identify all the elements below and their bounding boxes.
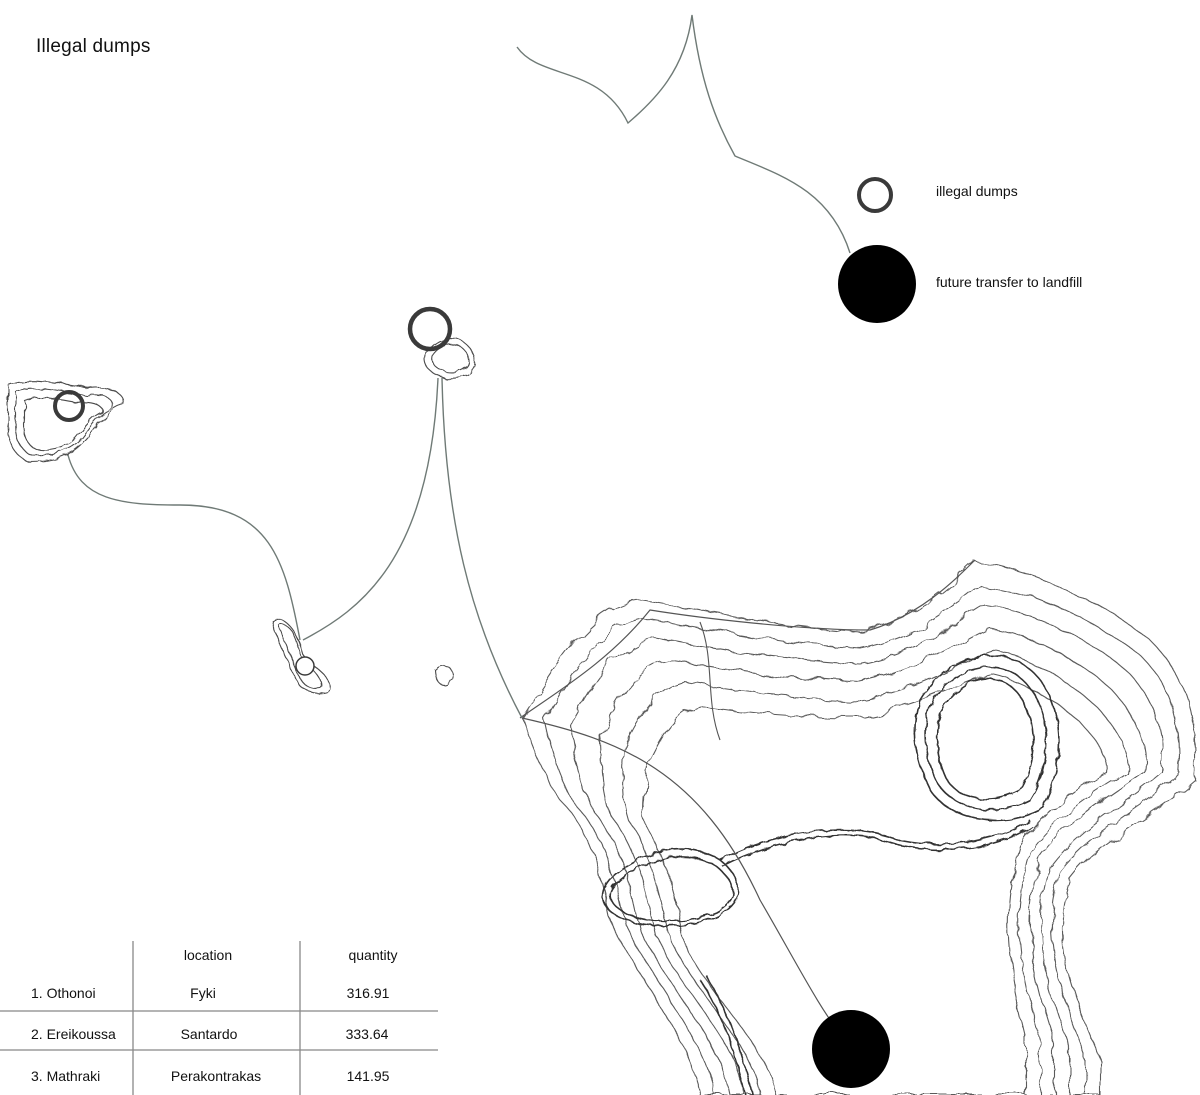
route-othonoi-mathraki — [67, 454, 301, 641]
landfill-marker[interactable] — [812, 1010, 890, 1088]
page-title: Illegal dumps — [36, 36, 151, 57]
route-mathraki-ereikoussa — [302, 377, 439, 641]
dump-marker-mathraki[interactable] — [295, 656, 315, 676]
route-corfu-landfill — [521, 717, 846, 1041]
transfer-routes — [67, 14, 851, 1041]
ridge-contours — [602, 654, 1060, 1095]
corfu-contours — [521, 561, 1197, 1095]
legend-label-illegal-dumps: illegal dumps — [936, 183, 1018, 199]
mathraki-island — [271, 618, 454, 694]
route-ereikoussa-corfu — [441, 377, 523, 719]
dump-marker-ereikoussa[interactable] — [407, 306, 453, 352]
legend-filled-circle-icon — [838, 245, 916, 323]
corfu-lagoon — [699, 621, 721, 741]
table-grid — [0, 941, 438, 1095]
legend-label-landfill: future transfer to landfill — [936, 274, 1083, 290]
route-northeast — [516, 14, 851, 254]
corfu-north-coast — [519, 559, 976, 719]
legend-ring-icon — [857, 177, 893, 213]
dump-marker-othonoi[interactable] — [53, 390, 85, 422]
ereikoussa-island — [424, 338, 476, 379]
